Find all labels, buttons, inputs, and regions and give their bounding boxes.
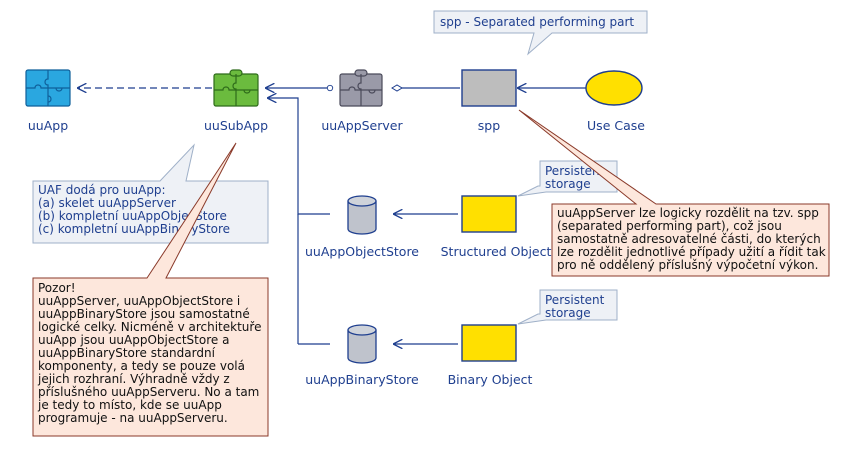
spp-detail-line-2: samostatně adresovatelné části, do který…	[557, 232, 821, 246]
spp-title-note-line: spp - Separated performing part	[440, 15, 634, 29]
pozor-line-5: uuAppBinaryStore standardní	[38, 346, 216, 360]
connector-stores-to-subapp	[268, 98, 330, 215]
spp-detail-line-4: pro ně oddělený příslušný výpočetní výko…	[557, 258, 818, 272]
persistent-storage-note-1: Persistent storage	[517, 160, 618, 197]
spp-label: spp	[478, 118, 500, 133]
pozor-line-1: uuAppServer, uuAppObjectStore i	[38, 294, 240, 308]
structured-object-box[interactable]	[461, 195, 517, 233]
pozor-line-9: je tedy to místo, kde se uuApp	[37, 398, 222, 412]
uaf-line-1: (a) skelet uuAppServer	[38, 196, 176, 210]
binary-object-label: Binary Object	[448, 372, 533, 387]
uuapp-puzzle-icon[interactable]	[25, 69, 71, 107]
spp-box[interactable]	[461, 69, 517, 107]
uuapp-label: uuApp	[28, 118, 68, 133]
use-case-label: Use Case	[587, 118, 645, 133]
uuappserver-puzzle-icon[interactable]	[339, 69, 383, 107]
pozor-line-6: komponenty, a tedy se pouze volá	[38, 359, 245, 373]
uaf-note: UAF dodá pro uuApp: (a) skelet uuAppServ…	[32, 143, 269, 244]
uaf-line-3: (c) kompletní uuAppBinaryStore	[38, 222, 230, 236]
spp-detail-line-0: uuAppServer lze logicky rozdělit na tzv.…	[557, 206, 819, 220]
pozor-line-4: uuApp jsou uuAppObjectStore a	[38, 333, 229, 347]
uaf-line-0: UAF dodá pro uuApp:	[38, 183, 166, 197]
pozor-line-2: uuAppBinaryStore jsou samostatné	[38, 307, 250, 321]
uuappserver-label: uuAppServer	[321, 118, 403, 133]
object-store-label: uuAppObjectStore	[305, 244, 419, 259]
pozor-line-8: příslušného uuAppServeru. No a tam	[38, 385, 259, 399]
persistent-2-line-0: Persistent	[545, 293, 605, 307]
pozor-line-10: programuje - na uuAppServeru.	[38, 411, 228, 425]
pozor-note: Pozor! uuAppServer, uuAppObjectStore i u…	[32, 142, 269, 437]
spp-detail-line-3: lze rozdělit jednotlivé případy užití a …	[557, 245, 826, 259]
binary-store-label: uuAppBinaryStore	[305, 372, 419, 387]
persistent-2-line-1: storage	[545, 306, 591, 320]
spp-title-note: spp - Separated performing part	[433, 10, 648, 56]
spp-detail-line-1: (separated performing part), což jsou	[557, 219, 782, 233]
persistent-1-line-1: storage	[545, 177, 591, 191]
object-store-cylinder-icon[interactable]	[347, 195, 377, 235]
spp-detail-note: uuAppServer lze logicky rozdělit na tzv.…	[518, 109, 830, 277]
use-case-ellipse[interactable]	[585, 70, 643, 106]
uusubapp-puzzle-icon[interactable]	[213, 69, 259, 107]
pozor-line-3: logické celky. Nicméně v architektuře	[38, 320, 261, 334]
persistent-1-line-0: Persistent	[545, 164, 605, 178]
uaf-line-2: (b) kompletní uuAppObjecStore	[38, 209, 227, 223]
binary-object-box[interactable]	[461, 324, 517, 362]
structured-object-label: Structured Object	[441, 244, 552, 259]
uusubapp-label: uuSubApp	[204, 118, 268, 133]
binary-store-cylinder-icon[interactable]	[347, 324, 377, 364]
pozor-line-7: jejich rozhraní. Výhradně vždy z	[37, 372, 230, 386]
persistent-storage-note-2: Persistent storage	[517, 289, 618, 325]
pozor-line-0: Pozor!	[38, 281, 76, 295]
